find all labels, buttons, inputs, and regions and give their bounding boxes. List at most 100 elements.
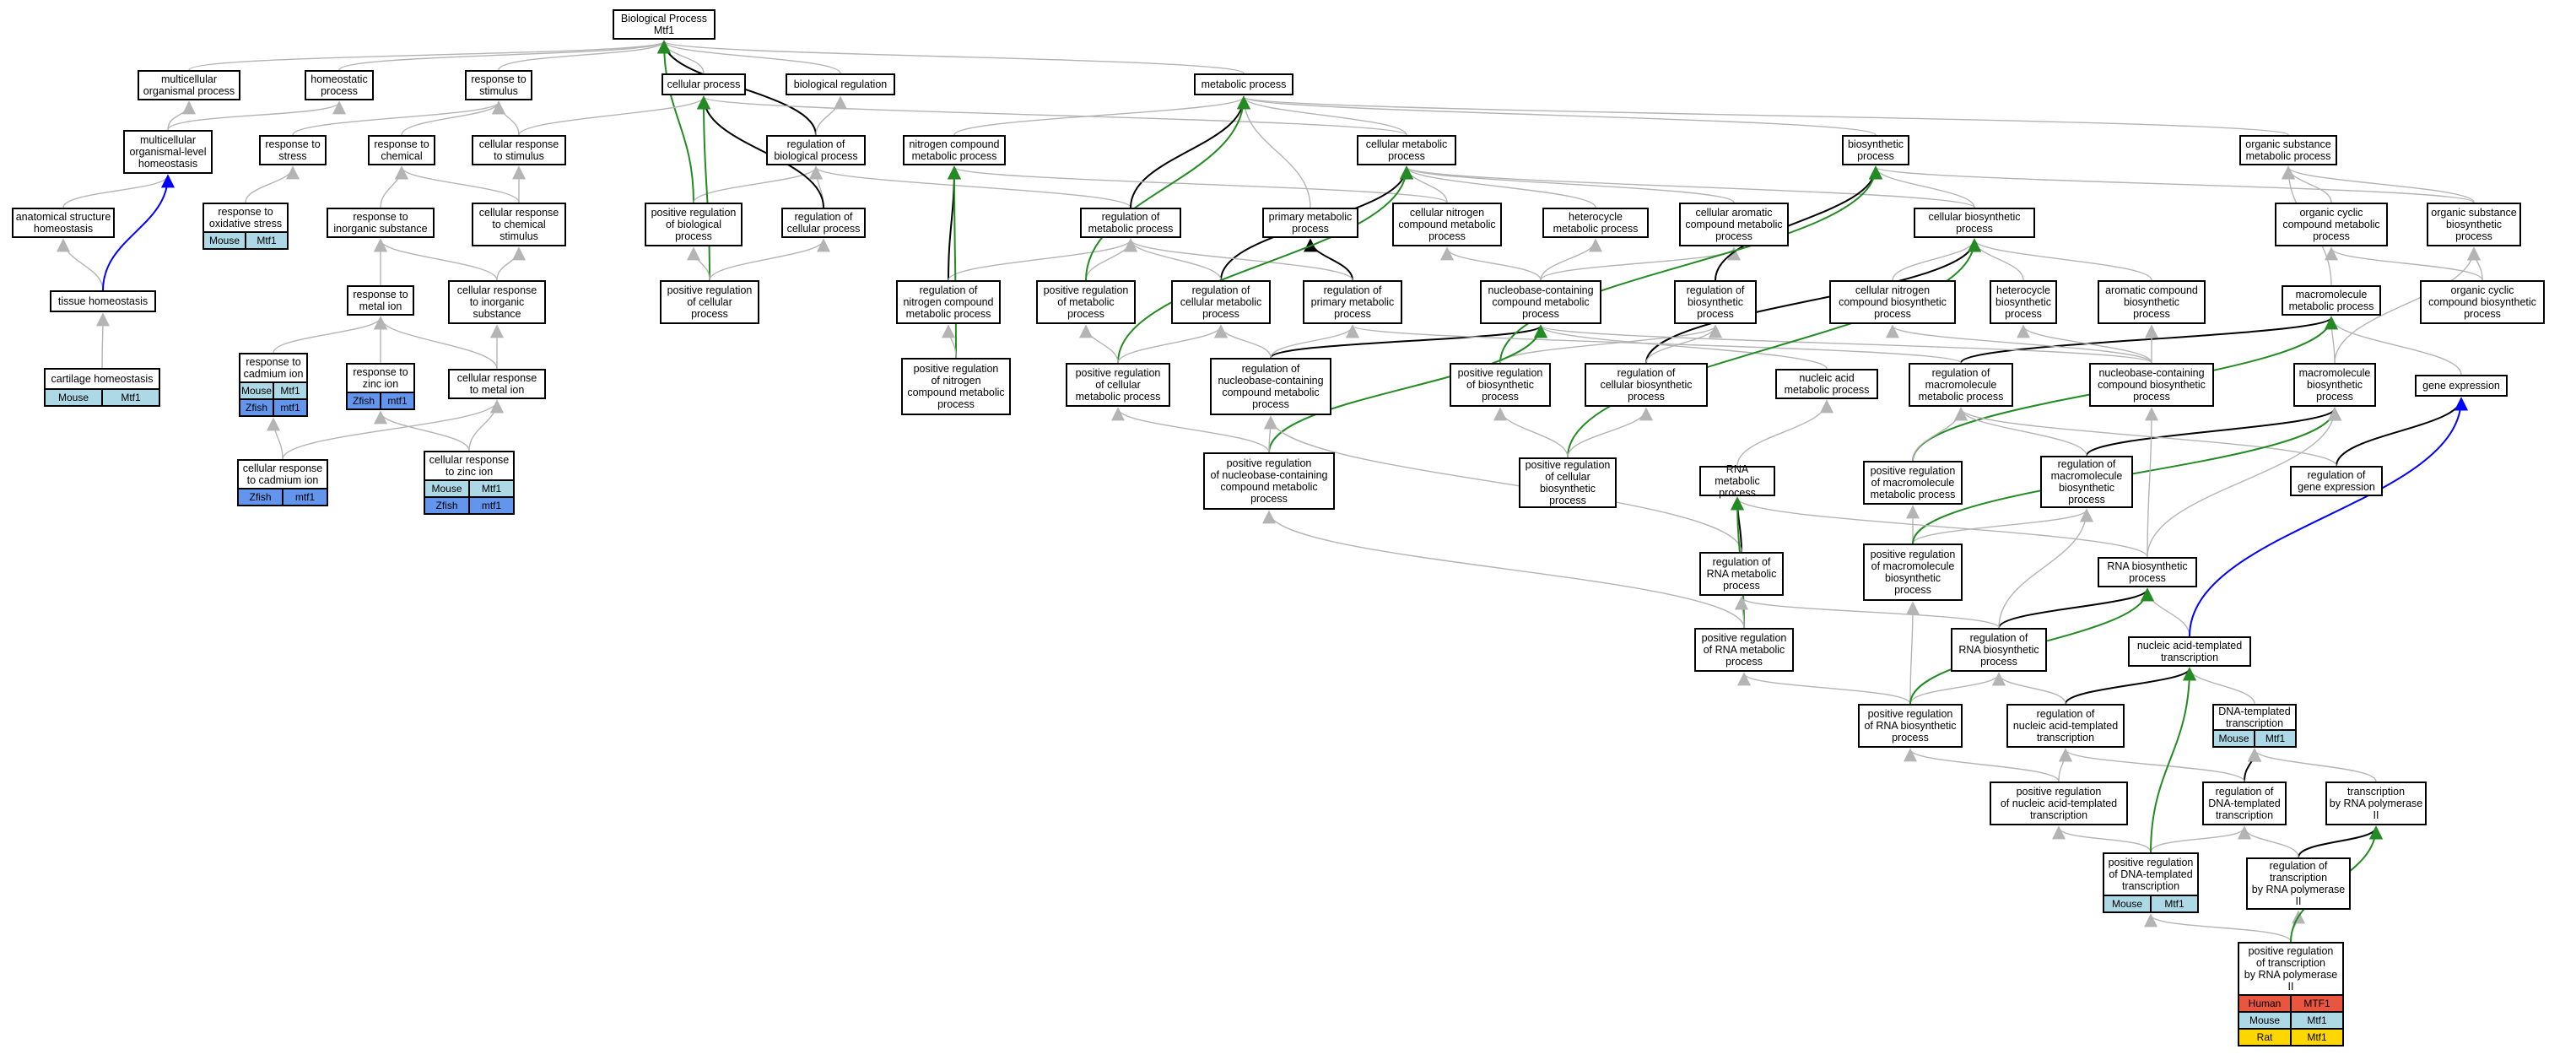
- go-term-nucleobase-containing-compound-metabolic-process[interactable]: nucleobase-containing compound metabolic…: [1480, 280, 1601, 324]
- go-term-positive-regulation-of-nucleobase-containing-compound-metabolic-process[interactable]: positive regulation of nucleobase-contai…: [1203, 452, 1335, 510]
- go-term-response-to-chemical[interactable]: response to chemical: [368, 135, 435, 165]
- go-term-aromatic-compound-biosynthetic-process[interactable]: aromatic compound biosynthetic process: [2098, 280, 2206, 324]
- go-term-cellular-response-to-stimulus[interactable]: cellular response to stimulus: [472, 135, 566, 165]
- go-term-cellular-metabolic-process[interactable]: cellular metabolic process: [1357, 135, 1456, 165]
- go-term-cellular-process[interactable]: cellular process: [662, 73, 746, 95]
- go-term-response-to-stimulus[interactable]: response to stimulus: [465, 70, 532, 100]
- go-term-cellular-response-to-inorganic-substance[interactable]: cellular response to inorganic substance: [448, 280, 546, 324]
- go-term-multicellular-organismal-level-homeostasis[interactable]: multicellular organismal-level homeostas…: [123, 130, 213, 174]
- go-term-positive-regulation-of-nucleic-acid-templated-transcription[interactable]: positive regulation of nucleic acid-temp…: [1990, 781, 2128, 825]
- go-term-positive-regulation-of-macromolecule-biosynthetic-process[interactable]: positive regulation of macromolecule bio…: [1863, 544, 1963, 601]
- go-term-cellular-response-to-cadmium-ion[interactable]: cellular response to cadmium ion: [237, 459, 328, 489]
- go-term-macromolecule-metabolic-process[interactable]: macromolecule metabolic process: [2282, 285, 2381, 316]
- go-term-organic-substance-biosynthetic-process[interactable]: organic substance biosynthetic process: [2427, 203, 2521, 246]
- go-term-cellular-response-to-metal-ion[interactable]: cellular response to metal ion: [448, 369, 546, 399]
- go-term-response-to-zinc-ion[interactable]: response to zinc ion: [346, 363, 415, 393]
- go-term-positive-regulation-of-rna-biosynthetic-process[interactable]: positive regulation of RNA biosynthetic …: [1858, 704, 1963, 748]
- go-term-homeostatic-process[interactable]: homeostatic process: [305, 70, 374, 100]
- go-term-regulation-of-cellular-biosynthetic-process[interactable]: regulation of cellular biosynthetic proc…: [1585, 363, 1708, 407]
- go-term-bp[interactable]: Biological Process Mtf1: [613, 9, 716, 40]
- go-term-regulation-of-metabolic-process[interactable]: regulation of metabolic process: [1080, 208, 1181, 238]
- go-term-organic-cyclic-compound-metabolic-process[interactable]: organic cyclic compound metabolic proces…: [2275, 203, 2388, 246]
- go-term-positive-regulation-of-macromolecule-metabolic-process[interactable]: positive regulation of macromolecule met…: [1863, 461, 1963, 505]
- edge-positive: [1567, 238, 1981, 458]
- go-term-cartilage-homeostasis[interactable]: cartilage homeostasis: [44, 368, 160, 390]
- go-term-rna-biosynthetic-process[interactable]: RNA biosynthetic process: [2098, 557, 2197, 587]
- go-term-organic-cyclic-compound-biosynthetic-process[interactable]: organic cyclic compound biosynthetic pro…: [2420, 280, 2545, 324]
- go-term-positive-regulation-of-rna-metabolic-process[interactable]: positive regulation of RNA metabolic pro…: [1694, 628, 1794, 672]
- go-term-regulation-of-cellular-process[interactable]: regulation of cellular process: [781, 208, 866, 238]
- go-term-regulation-of-cellular-metabolic-process[interactable]: regulation of cellular metabolic process: [1171, 280, 1271, 324]
- go-term-biological-regulation[interactable]: biological regulation: [786, 73, 895, 95]
- go-term-cellular-aromatic-compound-metabolic-process[interactable]: cellular aromatic compound metabolic pro…: [1679, 203, 1789, 246]
- go-term-heterocycle-metabolic-process[interactable]: heterocycle metabolic process: [1542, 208, 1649, 238]
- go-term-heterocycle-biosynthetic-process[interactable]: heterocycle biosynthetic process: [1990, 280, 2057, 324]
- edge-default: [1645, 324, 1722, 364]
- edge-default: [2147, 407, 2341, 558]
- edge-positive: [697, 95, 711, 281]
- go-term-regulation-of-dna-templated-transcription[interactable]: regulation of DNA-templated transcriptio…: [2202, 781, 2287, 825]
- go-term-transcription-by-rna-polymerase-ii[interactable]: transcription by RNA polymerase II: [2325, 781, 2427, 825]
- annotation-species: Rat: [2256, 1031, 2273, 1043]
- go-term-response-to-cadmium-ion[interactable]: response to cadmium ion: [239, 353, 308, 383]
- go-term-regulation-of-nitrogen-compound-metabolic-process[interactable]: regulation of nitrogen compound metaboli…: [896, 280, 1001, 324]
- go-term-regulation-of-transcription-by-rna-polymerase-ii[interactable]: regulation of transcription by RNA polym…: [2246, 857, 2351, 910]
- go-term-gene-expression[interactable]: gene expression: [2415, 375, 2508, 397]
- go-term-cellular-nitrogen-compound-biosynthetic-process[interactable]: cellular nitrogen compound biosynthetic …: [1829, 280, 1956, 324]
- go-term-cellular-response-to-chemical-stimulus[interactable]: cellular response to chemical stimulus: [472, 203, 566, 246]
- go-term-metabolic-process[interactable]: metabolic process: [1194, 73, 1293, 95]
- go-term-regulation-of-primary-metabolic-process[interactable]: regulation of primary metabolic process: [1303, 280, 1402, 324]
- go-term-regulation-of-rna-biosynthetic-process[interactable]: regulation of RNA biosynthetic process: [1951, 628, 2047, 672]
- edge-positive: [1085, 95, 1250, 281]
- go-term-rna-metabolic-process[interactable]: RNA metabolic process: [1699, 463, 1775, 499]
- go-term-organic-substance-metabolic-process[interactable]: organic substance metabolic process: [2239, 135, 2337, 165]
- go-term-response-to-metal-ion[interactable]: response to metal ion: [347, 285, 414, 316]
- go-term-positive-regulation-of-dna-templated-transcription[interactable]: positive regulation of DNA-templated tra…: [2103, 852, 2199, 896]
- go-term-regulation-of-nucleobase-containing-compound-metabolic-process[interactable]: regulation of nucleobase-containing comp…: [1210, 358, 1331, 415]
- go-term-regulation-of-macromolecule-biosynthetic-process[interactable]: regulation of macromolecule biosynthetic…: [2040, 456, 2133, 508]
- go-term-regulation-of-nucleic-acid-templated-transcription[interactable]: regulation of nucleic acid-templated tra…: [2006, 704, 2125, 748]
- go-term-response-to-inorganic-substance[interactable]: response to inorganic substance: [327, 208, 435, 238]
- go-term-positive-regulation-of-metabolic-process[interactable]: positive regulation of metabolic process: [1036, 280, 1136, 324]
- go-term-nucleic-acid-templated-transcription[interactable]: nucleic acid-templated transcription: [2128, 636, 2251, 667]
- go-term-response-to-oxidative-stress[interactable]: response to oxidative stress: [203, 203, 289, 233]
- go-term-positive-regulation-of-biological-process[interactable]: positive regulation of biological proces…: [645, 203, 743, 246]
- go-term-regulation-of-macromolecule-metabolic-process[interactable]: regulation of macromolecule metabolic pr…: [1909, 363, 2013, 407]
- go-term-nitrogen-compound-metabolic-process[interactable]: nitrogen compound metabolic process: [903, 135, 1006, 165]
- go-term-positive-regulation-of-cellular-metabolic-process[interactable]: positive regulation of cellular metaboli…: [1066, 363, 1170, 407]
- go-term-regulation-of-biological-process[interactable]: regulation of biological process: [766, 135, 866, 165]
- edge-default: [809, 165, 1131, 208]
- go-term-anatomical-structure-homeostasis[interactable]: anatomical structure homeostasis: [12, 208, 115, 238]
- go-term-primary-metabolic-process[interactable]: primary metabolic process: [1262, 208, 1358, 238]
- go-term-positive-regulation-of-transcription-by-rna-polymerase-ii[interactable]: positive regulation of transcription by …: [2238, 942, 2344, 996]
- go-term-regulation-of-biosynthetic-process[interactable]: regulation of biosynthetic process: [1674, 280, 1757, 324]
- go-term-multicellular-organismal-process[interactable]: multicellular organismal process: [138, 70, 240, 100]
- go-term-positive-regulation-of-cellular-process[interactable]: positive regulation of cellular process: [660, 280, 759, 324]
- edge-default: [1270, 324, 1359, 359]
- go-term-tissue-homeostasis[interactable]: tissue homeostasis: [50, 290, 156, 312]
- go-term-dna-templated-transcription[interactable]: DNA-templated transcription: [2212, 704, 2297, 731]
- go-term-regulation-of-gene-expression[interactable]: regulation of gene expression: [2290, 466, 2383, 496]
- go-term-response-to-stress[interactable]: response to stress: [259, 135, 327, 165]
- edge-default: [815, 95, 847, 136]
- go-term-biosynthetic-process[interactable]: biosynthetic process: [1842, 135, 1909, 165]
- go-term-positive-regulation-of-cellular-biosynthetic-process[interactable]: positive regulation of cellular biosynth…: [1519, 457, 1617, 508]
- edge-default: [1237, 95, 1311, 208]
- edge-is-a: [1715, 165, 1882, 281]
- go-term-cellular-response-to-zinc-ion[interactable]: cellular response to zinc ion: [424, 451, 515, 481]
- edge-default: [1237, 95, 1877, 136]
- go-term-nucleic-acid-metabolic-process[interactable]: nucleic acid metabolic process: [1775, 369, 1878, 399]
- go-term-macromolecule-biosynthetic-process[interactable]: macromolecule biosynthetic process: [2293, 363, 2376, 407]
- go-term-cellular-biosynthetic-process[interactable]: cellular biosynthetic process: [1914, 208, 2035, 238]
- edge-part-of: [2189, 397, 2468, 637]
- go-term-cellular-nitrogen-compound-metabolic-process[interactable]: cellular nitrogen compound metabolic pro…: [1392, 203, 1502, 246]
- go-term-regulation-of-rna-metabolic-process[interactable]: regulation of RNA metabolic process: [1699, 552, 1784, 596]
- go-term-positive-regulation-of-nitrogen-compound-metabolic-process[interactable]: positive regulation of nitrogen compound…: [901, 358, 1011, 415]
- go-term-positive-regulation-of-biosynthetic-process[interactable]: positive regulation of biosynthetic proc…: [1450, 363, 1551, 407]
- edge-is-a: [1130, 95, 1250, 208]
- go-term-nucleobase-containing-compound-biosynthetic-process[interactable]: nucleobase-containing compound biosynthe…: [2089, 363, 2214, 407]
- edge-is-a: [2086, 407, 2341, 457]
